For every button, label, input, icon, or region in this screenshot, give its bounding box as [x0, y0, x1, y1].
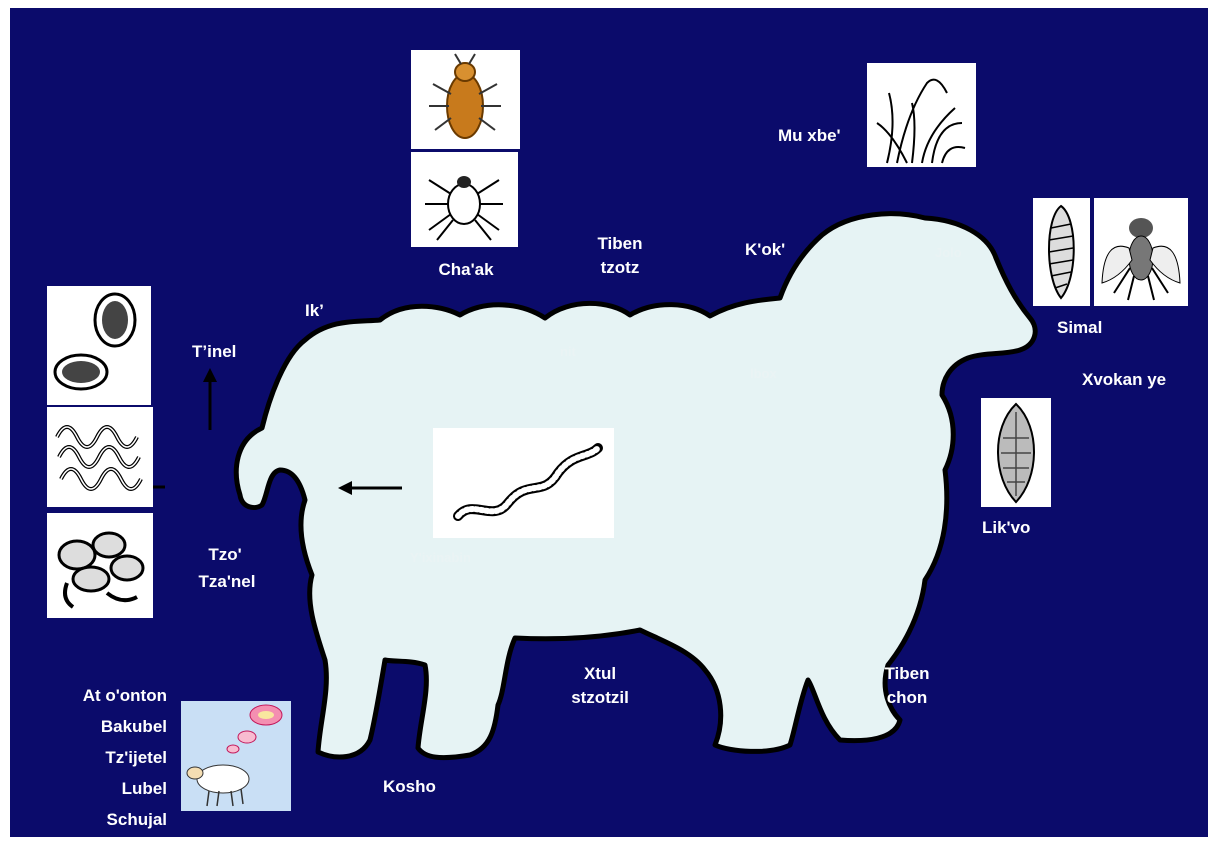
- arrow-left: [338, 481, 402, 495]
- label-tiben-chon: Tiben chon: [872, 662, 942, 710]
- roundworms-image: [47, 407, 153, 507]
- tick-image: [411, 152, 518, 247]
- label-xvokan-ye: Xvokan ye: [1082, 368, 1166, 392]
- label-tzanel: Tza'nel: [182, 570, 272, 594]
- symptoms-list: At o'onton Bakubel Tz'ijetel Lubel Schuj…: [40, 680, 167, 835]
- label-kosho: Kosho: [383, 775, 436, 799]
- grass-image: [867, 63, 976, 167]
- dreaming-sheep-image: [181, 701, 291, 811]
- label-xtul-stzotzil-line1: Xtul: [555, 662, 645, 686]
- label-simal: Simal: [1057, 316, 1102, 340]
- symptom-item: Lubel: [40, 773, 167, 804]
- label-tiben-chon-line1: Tiben: [872, 662, 942, 686]
- label-tiben-tzotz: Tiben tzotz: [585, 232, 655, 280]
- label-xtul-stzotzil: Xtul stzotzil: [555, 662, 645, 710]
- arrow-up: [203, 368, 217, 430]
- lungworm-image: [433, 428, 614, 538]
- label-tiben-tzotz-line1: Tiben: [585, 232, 655, 256]
- symptom-item: Bakubel: [40, 711, 167, 742]
- label-mu-xbe: Mu xbe': [778, 124, 841, 148]
- label-tinel: T’inel: [192, 340, 236, 364]
- liver-fluke-image: [981, 398, 1051, 507]
- symptom-item: Tz'ijetel: [40, 742, 167, 773]
- louse-image: [411, 50, 520, 149]
- symptom-item: Schujal: [40, 804, 167, 835]
- tapeworm-segments-image: [47, 513, 153, 618]
- label-tzo: Tzo': [190, 543, 260, 567]
- label-chaak: Cha'ak: [426, 258, 506, 282]
- label-ik: Ik’: [305, 299, 324, 323]
- fly-larva-image: [1033, 198, 1090, 306]
- label-tiben-chon-line2: chon: [872, 686, 942, 710]
- fly-image: [1094, 198, 1188, 306]
- symptom-item: At o'onton: [40, 680, 167, 711]
- label-likvo: Lik'vo: [982, 516, 1030, 540]
- label-tiben-tzotz-line2: tzotz: [585, 256, 655, 280]
- label-xtul-stzotzil-line2: stzotzil: [555, 686, 645, 710]
- worm-eggs-image: [47, 286, 151, 405]
- label-kok: K'ok': [745, 238, 785, 262]
